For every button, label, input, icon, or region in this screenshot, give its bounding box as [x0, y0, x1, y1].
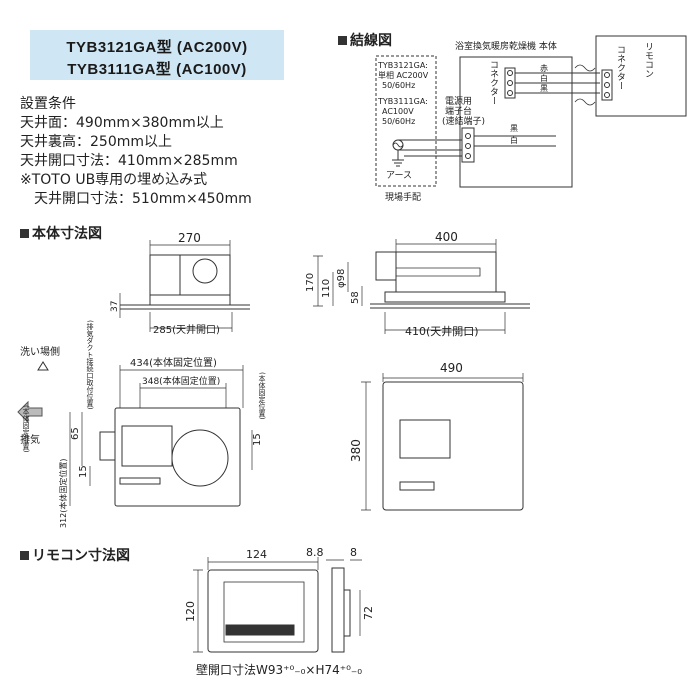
earth-label: アース: [386, 171, 412, 181]
dim-490: 490: [440, 361, 463, 375]
terminal-label-1: 電源用: [445, 96, 472, 107]
square-bullet-icon: [20, 551, 29, 560]
wiring-title: 結線図: [338, 30, 392, 50]
spec-100v-model: TYB3111GA:: [377, 97, 428, 106]
earth-icon: [392, 150, 404, 167]
dim-15-left: 15: [78, 465, 89, 478]
dim-312: 312(本体固定位置): [58, 458, 68, 528]
dim-58: 58: [350, 291, 361, 304]
condition-line: 天井開口寸法：510mm×450mm: [20, 191, 252, 207]
dim-400: 400: [435, 230, 458, 244]
remote-connector: [601, 69, 613, 101]
dim-37: 37: [110, 301, 120, 312]
dim-285-opening: 285(天井開口): [153, 323, 220, 336]
heater-circle: [171, 429, 229, 487]
square-bullet-icon: [338, 36, 347, 45]
duct-position-note: (排気ダクト接続口取付位置): [86, 320, 94, 410]
exhaust-arrow-icon: [17, 400, 43, 424]
wall-opening-label: 壁開口寸法W93⁺⁰₋₀×H74⁺⁰₋₀: [196, 662, 362, 677]
unit-connector: [504, 67, 516, 99]
model-ac200v: TYB3121GA型 (AC200V): [66, 39, 248, 56]
power-terminal-block: [461, 127, 475, 163]
dim-8: 8: [350, 546, 357, 559]
remote-front-outline: [207, 569, 319, 653]
remote-button-row: [225, 624, 295, 636]
body-face-outline: [382, 381, 524, 511]
dim-170: 170: [305, 273, 316, 292]
face-panel-slot: [399, 481, 435, 491]
remote-display: [223, 581, 305, 643]
spec-200v-freq: 50/60Hz: [382, 81, 415, 90]
remote-side-outline: [331, 567, 345, 653]
exhaust-label: 排気: [20, 433, 40, 446]
body-top-outline: [114, 407, 241, 507]
model-ac100v: TYB3111GA型 (AC100V): [67, 61, 247, 78]
spec-200v-model: TYB3121GA:: [377, 61, 428, 70]
condition-line: 天井面：490mm×380mm以上: [20, 115, 224, 131]
remote-connector-label: コネクター: [615, 45, 626, 90]
wire-white: 白: [540, 73, 548, 83]
site-label: 現場手配: [385, 191, 421, 203]
dim-410-opening: 410(天井開口): [405, 324, 479, 338]
conditions-heading: 設置条件: [20, 96, 76, 112]
wiring-unit-label: 浴室換気暖房乾燥機 本体: [455, 40, 557, 52]
body-dims-title: 本体寸法図: [20, 223, 102, 243]
terminal-label-3: (速結端子): [442, 115, 485, 127]
remote-label: リモコン: [643, 42, 653, 78]
dim-15-right: 15: [252, 433, 263, 446]
dim-348: 348(本体固定位置): [142, 375, 220, 387]
dim-270: 270: [178, 231, 201, 245]
wiring-remote-box: [595, 35, 687, 117]
model-header-box: [30, 30, 284, 80]
wiring-unit-box: [459, 56, 573, 188]
wire-black: 黒: [540, 84, 548, 93]
power-wire-black: 黒: [510, 124, 518, 133]
dim-phi98: φ98: [336, 269, 347, 288]
dim-120: 120: [184, 601, 197, 622]
spec-100v-freq: 50/60Hz: [382, 117, 415, 126]
unit-connector-label: コネクター: [488, 60, 499, 105]
face-panel-window: [399, 419, 451, 459]
fix-note-left: (本体固定位置): [22, 405, 30, 453]
square-bullet-icon: [20, 229, 29, 238]
wash-side-label: 洗い場側: [20, 345, 60, 358]
dim-72: 72: [362, 606, 375, 620]
dim-124: 124: [246, 548, 267, 561]
terminal-label-2: 端子台: [445, 105, 472, 117]
wire-red: 赤: [540, 64, 548, 73]
dim-65: 65: [70, 427, 81, 440]
dim-110: 110: [321, 279, 332, 298]
dim-380: 380: [349, 439, 363, 462]
dim-8-8: 8.8: [306, 546, 324, 559]
spec-100v-voltage: AC100V: [382, 107, 414, 116]
up-arrow-icon: [37, 361, 49, 371]
dim-434: 434(本体固定位置): [130, 356, 217, 369]
condition-line: 天井開口寸法：410mm×285mm: [20, 153, 238, 169]
spec-200v-voltage: 単相 AC200V: [378, 70, 429, 80]
power-wire-white: 白: [510, 135, 518, 145]
remote-dims-title: リモコン寸法図: [20, 545, 130, 565]
condition-line: ※TOTO UB専用の埋め込み式: [20, 172, 208, 188]
site-wiring-box: [375, 55, 437, 187]
fix-note-right: (本体固定位置): [258, 372, 266, 420]
condition-line: 天井裏高：250mm以上: [20, 134, 172, 150]
